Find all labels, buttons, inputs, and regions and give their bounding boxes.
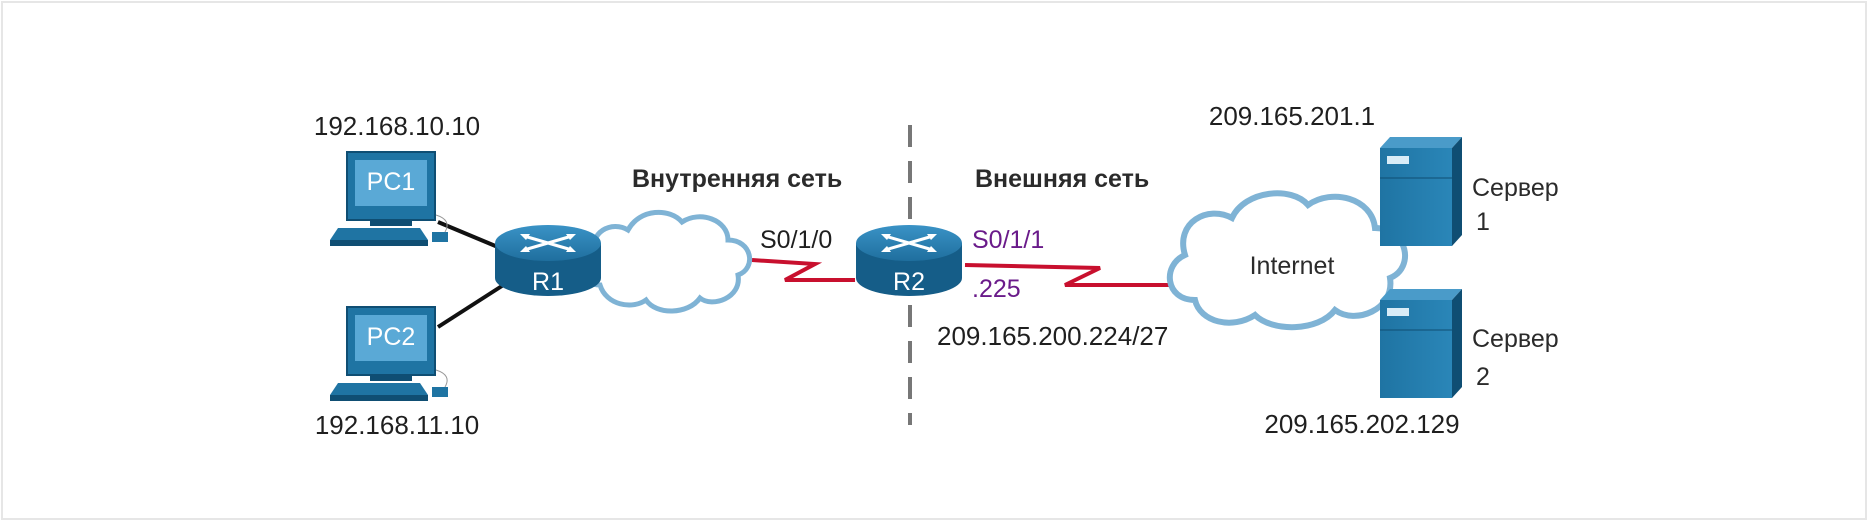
server-1: 209.165.201.1 Сервер 1 [1209,101,1559,246]
r2-outside-host: .225 [972,275,1021,303]
router-r1: R1 [495,225,601,296]
pc1: PC1 192.168.10.10 [314,111,480,246]
server1-label: Сервер [1472,174,1559,202]
serial-link-inside [751,258,855,282]
router-icon [495,225,601,296]
inside-zone-label: Внутренняя сеть [632,165,842,193]
server-icon [1380,137,1462,246]
r2-outside-interface: S0/1/1 [972,226,1044,254]
server2-ip: 209.165.202.129 [1264,409,1459,439]
r2-label: R2 [893,268,925,296]
server-2: 209.165.202.129 Сервер 2 [1264,289,1559,439]
r1-label: R1 [532,268,564,296]
outside-zone-label: Внешняя сеть [975,165,1149,193]
pc2-label: PC2 [367,323,416,351]
r2-outside-network: 209.165.200.224/27 [937,321,1168,351]
pc2-ip: 192.168.11.10 [315,410,479,440]
link-pc2-r1 [436,282,507,329]
internet-cloud-icon [1166,190,1408,331]
router-icon [856,225,962,296]
cloud-icon [579,209,753,314]
pc1-label: PC1 [367,168,416,196]
pc2: PC2 192.168.11.10 [315,306,479,440]
serial-link-outside [964,263,1178,287]
server2-label: Сервер [1472,325,1559,353]
pc1-ip: 192.168.10.10 [314,111,480,141]
pc-icon [330,151,448,246]
internet-label: Internet [1250,252,1335,280]
server-icon [1380,289,1462,398]
server1-ip: 209.165.201.1 [1209,101,1375,131]
server2-number: 2 [1476,363,1490,391]
r2-inside-interface: S0/1/0 [760,226,832,254]
server1-number: 1 [1476,208,1490,236]
pc-icon [330,306,448,401]
router-r2: R2 [856,225,962,296]
link-pc1-r1 [437,220,506,252]
